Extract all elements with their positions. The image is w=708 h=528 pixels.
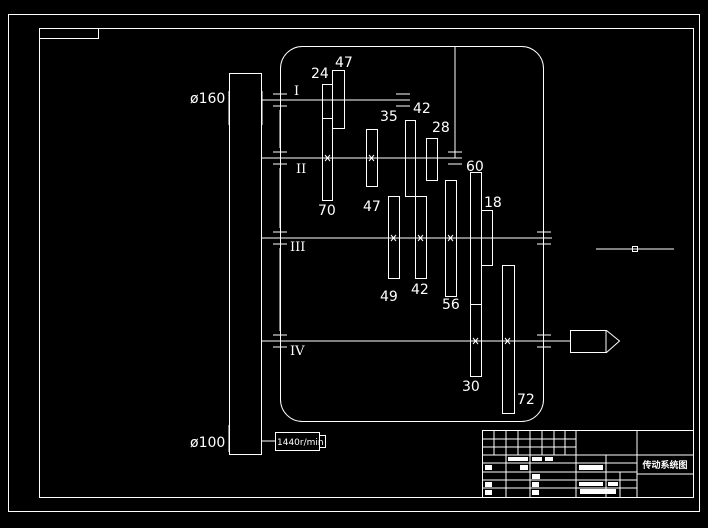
shaft-label-II: II xyxy=(296,162,306,177)
gear-label-47a: 47 xyxy=(335,55,353,71)
gear-24 xyxy=(322,84,333,119)
gear-label-28: 28 xyxy=(432,120,450,136)
gear-label-72: 72 xyxy=(517,392,535,408)
spline-marks xyxy=(324,154,511,345)
gear-label-56: 56 xyxy=(442,297,460,313)
gear-label-49: 49 xyxy=(380,289,398,305)
motor-end xyxy=(319,435,326,448)
pulley-bottom-label: ø100 xyxy=(190,435,225,451)
title-block-title: 传动系统图 xyxy=(641,459,687,471)
title-block-fills xyxy=(485,457,618,495)
gear-label-47b: 47 xyxy=(363,199,381,215)
outer-border xyxy=(8,14,700,512)
gearbox-housing xyxy=(280,46,544,422)
gear-label-35: 35 xyxy=(380,109,398,125)
bearings xyxy=(273,93,551,348)
gear-label-24: 24 xyxy=(311,66,329,82)
gear-47-shaft-I xyxy=(332,70,345,129)
gear-35 xyxy=(366,129,378,187)
gear-label-42a: 42 xyxy=(413,101,431,117)
shaft-label-IV: IV xyxy=(290,344,305,359)
gear-label-30: 30 xyxy=(462,379,480,395)
pulley-top-label: ø160 xyxy=(190,91,225,107)
belt-drive xyxy=(229,73,262,455)
gear-label-70: 70 xyxy=(318,203,336,219)
gear-56 xyxy=(445,180,457,297)
shaft-label-III: III xyxy=(290,240,305,255)
gear-42-shaft-III xyxy=(415,196,427,279)
gear-72 xyxy=(502,265,515,414)
gear-label-18: 18 xyxy=(484,195,502,211)
shaft-label-I: I xyxy=(294,84,299,99)
gear-70 xyxy=(322,118,333,201)
spindle-nose xyxy=(570,330,621,353)
corner-tab xyxy=(39,28,99,39)
motor-speed: 1440r/min xyxy=(277,438,324,448)
gear-30 xyxy=(470,304,482,377)
gear-label-60: 60 xyxy=(466,159,484,175)
gear-28 xyxy=(426,138,438,181)
gear-label-42b: 42 xyxy=(411,282,429,298)
gear-18 xyxy=(481,210,493,266)
inner-border xyxy=(39,28,694,498)
gear-47-shaft-III xyxy=(388,196,400,279)
title-block xyxy=(482,430,694,498)
gear-42-shaft-II xyxy=(405,120,416,197)
